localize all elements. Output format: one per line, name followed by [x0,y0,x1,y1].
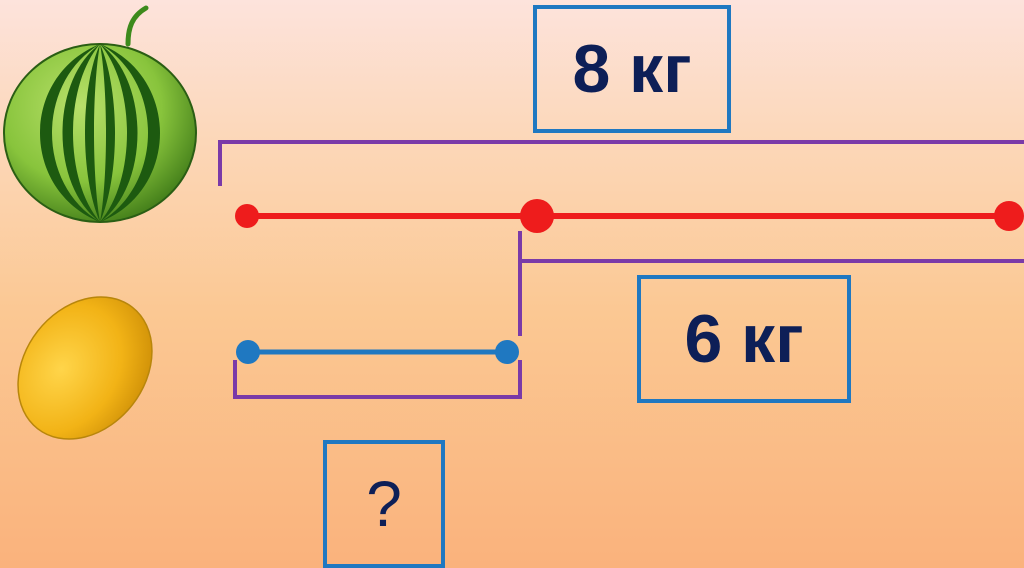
total-weight-text: 8 кг [572,31,692,107]
unknown-weight-label: ? [323,440,445,568]
total-bracket [218,140,1024,186]
unknown-weight-text: ? [366,468,402,540]
total-weight-label: 8 кг [533,5,731,133]
difference-weight-label: 6 кг [637,275,851,403]
melon-icon [17,296,153,440]
watermelon-icon [3,5,197,223]
melon-segment-start-point [236,340,260,364]
melon-segment [236,340,519,364]
watermelon-segment [235,199,1024,233]
unknown-bracket [233,360,522,399]
watermelon-segment-end-point [994,201,1024,231]
difference-weight-text: 6 кг [684,301,804,377]
difference-bracket [518,231,1024,336]
watermelon-segment-start-point [235,204,259,228]
watermelon-segment-mid-point [520,199,554,233]
melon-segment-end-point [495,340,519,364]
